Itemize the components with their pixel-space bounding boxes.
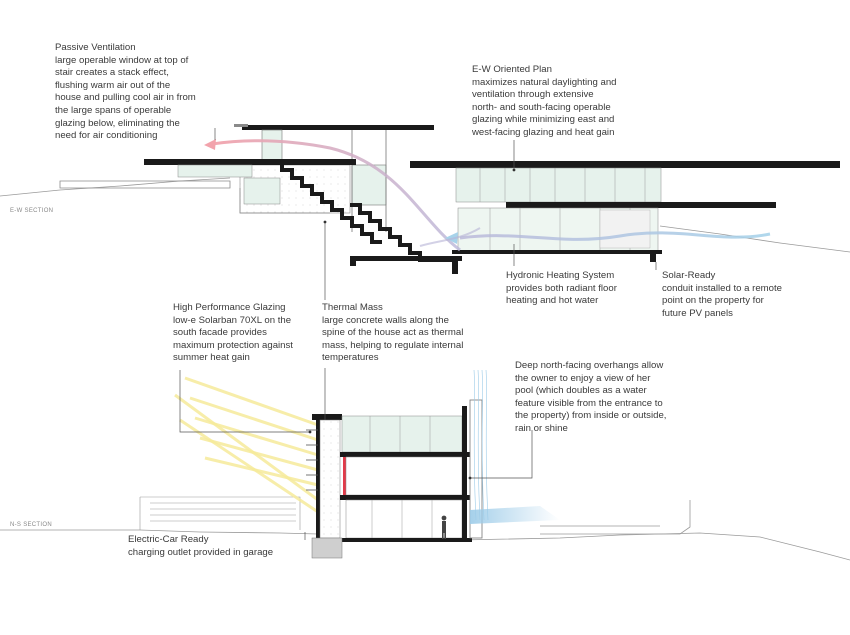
ns-pool-outline [540,500,691,535]
ew-terrain-right [659,225,850,253]
ew-footing [350,256,356,266]
ns-leader-dot-2 [468,476,472,480]
note-title: Thermal Mass [322,302,383,313]
note-hydronic-heating: Hydronic Heating System provides both ra… [506,270,646,308]
water-feature [473,369,489,521]
cool-air-flow-2 [419,227,481,247]
note-north-overhangs: Deep north-facing overhangs allow the ow… [515,360,705,436]
ew-east-roof [410,161,840,168]
ns-south-wall [316,420,320,538]
note-title: E-W Oriented Plan [472,64,552,75]
ew-footing-2 [452,256,458,274]
ns-upper-glazing [341,415,463,453]
ew-west-glazing [177,164,253,178]
ew-leader-dot-2 [323,220,327,224]
ns-overhang-tower [469,399,483,539]
ns-leader-lines [179,368,533,540]
ew-west-roof [144,159,356,165]
ns-mid-glazing [345,456,463,496]
note-body: provides both radiant floor heating and … [506,282,617,307]
note-title: Hydronic Heating System [506,270,615,281]
ew-lower-slab [350,256,462,261]
ns-concrete-core [319,419,341,539]
ns-heat-wall [343,456,346,496]
note-title: Electric-Car Ready [128,534,209,545]
ns-north-column [462,406,467,538]
ew-east-mid-slab [506,202,776,208]
note-electric-car: Electric-Car Ready charging outlet provi… [128,534,308,559]
ns-ground-slab [312,538,472,542]
ew-leader-dot [512,168,516,172]
ns-leader-dot [308,430,312,434]
note-body: conduit installed to a remote point on t… [662,282,782,319]
note-solar-ready: Solar-Ready conduit installed to a remot… [662,270,822,320]
ew-stair [270,160,382,244]
ew-tower-roof [242,125,434,130]
ns-terrain [0,529,319,535]
water-spray [470,506,560,524]
ns-tower-cap [312,414,342,420]
note-thermal-mass: Thermal Mass large concrete walls along … [322,302,502,365]
warm-air-arrowhead [204,139,216,150]
ew-roof-cap [234,124,248,127]
ew-leader-lines [214,128,657,300]
warm-air-flow [211,139,461,252]
note-body: Deep north-facing overhangs allow the ow… [515,360,667,434]
ns-mullions [369,416,433,538]
note-body: maximizes natural daylighting and ventil… [472,76,617,138]
note-title: Passive Ventilation [55,42,136,53]
note-body: large operable window at top of stair cr… [55,54,196,142]
ew-footing-3 [650,250,656,262]
ew-section-label: E-W SECTION [10,208,54,214]
note-title: High Performance Glazing [173,302,286,313]
ns-upper-slab [340,452,470,457]
note-high-performance-glazing: High Performance Glazing low-e Solarban … [173,302,313,365]
note-body: low-e Solarban 70XL on the south facade … [173,314,293,364]
ns-basement [311,537,343,559]
note-passive-ventilation: Passive Ventilation large operable windo… [55,42,225,143]
ns-section [0,368,850,561]
ew-terrain-line [0,177,231,197]
person-figure [441,515,447,539]
ns-south-louvers [306,429,318,491]
ew-west-glazing-2 [243,177,281,205]
ns-platform [139,496,301,530]
note-body: large concrete walls along the spine of … [322,314,464,364]
sun-rays [174,376,319,514]
ew-east-screen [599,209,651,249]
ew-section [0,124,850,300]
note-body: charging outlet provided in garage [128,546,274,558]
cool-air-flow [459,231,771,241]
ew-east-lower-slab [452,250,662,254]
note-ew-oriented-plan: E-W Oriented Plan maximizes natural dayl… [472,64,662,140]
ns-section-label: N-S SECTION [10,522,52,528]
note-title: Solar-Ready [662,270,716,281]
ew-stair-lower [350,203,452,262]
ns-mid-slab [340,495,470,500]
ew-east-glazing-upper [455,167,662,203]
ew-vent-window [261,129,283,161]
